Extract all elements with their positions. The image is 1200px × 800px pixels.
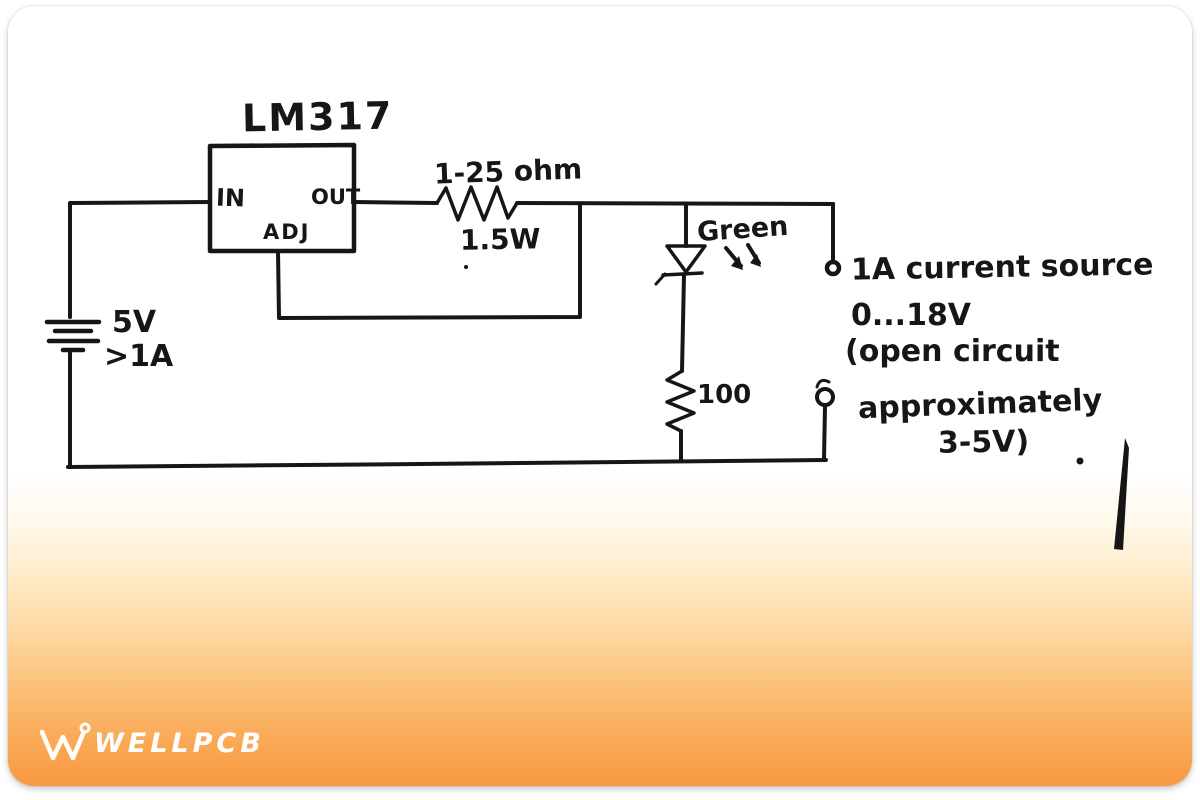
- pin-in-label: IN: [215, 183, 246, 213]
- wire-bottom-rail: [66, 458, 828, 469]
- gradient-card-background: [8, 6, 1192, 786]
- lm317-body: [207, 142, 357, 254]
- wire-terminal-tail: [822, 404, 827, 462]
- sense-resistor-power-label: 1.5W: [459, 222, 541, 257]
- annotation-line-2: 0...18V: [851, 298, 972, 333]
- annotation-line-5: 3-5V): [937, 424, 1030, 461]
- pen-stroke-mark: [1114, 438, 1129, 550]
- supply-current-label: >1A: [104, 339, 174, 374]
- load-resistor-icon: [665, 369, 696, 433]
- arrowhead-1: [731, 256, 743, 270]
- pin-out-label: OUT: [311, 185, 361, 209]
- wellpcb-logo-icon: [39, 722, 91, 761]
- annotation-line-4: approximately: [857, 382, 1103, 427]
- regulator-name-label: LM317: [241, 93, 394, 141]
- output-terminal-top: [824, 259, 842, 277]
- led-icon: [665, 244, 707, 274]
- supply-voltage-label: 5V: [112, 305, 157, 340]
- load-resistor-value-label: 100: [697, 380, 752, 410]
- wire-led-to-resistor: [680, 273, 686, 373]
- output-terminal-bottom: [815, 387, 835, 407]
- terminal-flourish: [815, 378, 831, 389]
- battery-icon: [44, 319, 102, 353]
- wire-adj-feedback: [276, 202, 582, 320]
- wire-out: [352, 200, 439, 205]
- brand-name: WELLPCB: [94, 728, 265, 759]
- led-cathode-tail: [654, 272, 667, 286]
- annotation-line-3: (open circuit: [845, 334, 1060, 369]
- ink-speck: [464, 265, 468, 269]
- sense-resistor-value-label: 1-25 ohm: [433, 152, 583, 191]
- sense-resistor-icon: [435, 185, 519, 222]
- arrowhead-2: [750, 254, 761, 267]
- pin-adj-label: ADJ: [263, 220, 311, 244]
- wire-input: [68, 200, 212, 319]
- led-color-label: Green: [696, 210, 790, 249]
- annotation-line-1: 1A current source: [850, 247, 1154, 288]
- period-dot: [1076, 457, 1084, 465]
- wire-top-rail: [515, 201, 835, 206]
